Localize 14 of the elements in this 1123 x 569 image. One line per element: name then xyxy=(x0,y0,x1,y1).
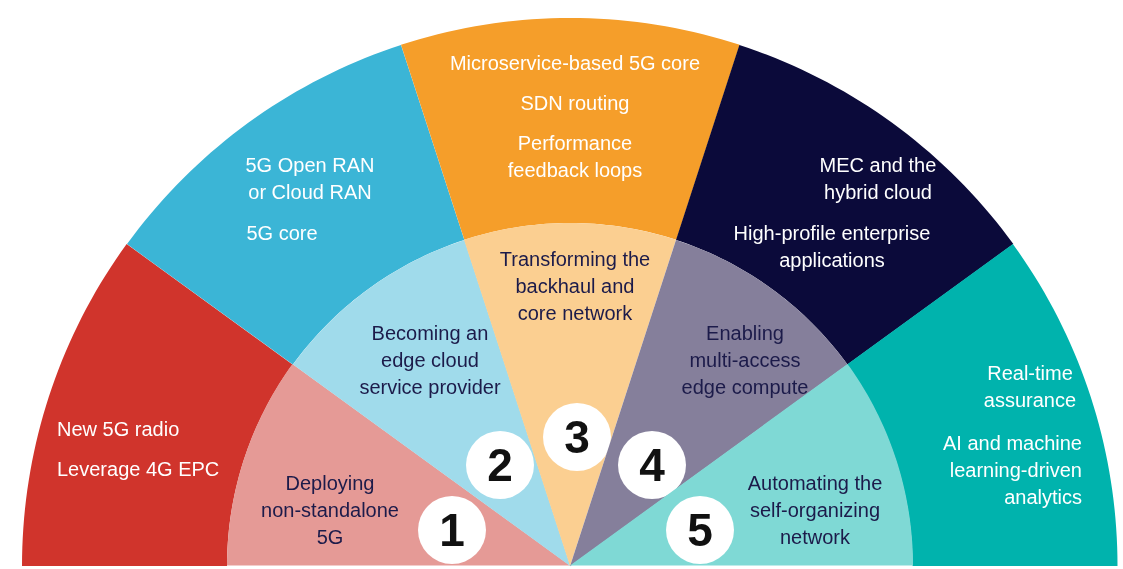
stage-title: Deploying non-standalone 5G xyxy=(260,471,400,550)
item-text: MEC and the hybrid cloud xyxy=(818,153,938,205)
item-text: Performance feedback loops xyxy=(506,131,644,183)
item-text: Real-time assurance xyxy=(982,361,1078,413)
item-text: New 5G radio xyxy=(57,417,181,442)
item-text: 5G Open RAN or Cloud RAN xyxy=(244,153,376,205)
item-text: SDN routing xyxy=(519,91,631,116)
item-text: 5G core xyxy=(245,221,319,246)
stage-title: Automating the self-organizing network xyxy=(746,471,884,550)
stage-title: Enabling multi-access edge compute xyxy=(680,321,810,400)
item-text: AI and machine learning-driven analytics xyxy=(942,431,1082,510)
item-text: Microservice-based 5G core xyxy=(448,51,702,76)
item-text: Leverage 4G EPC xyxy=(57,457,221,482)
item-text: High-profile enterprise applications xyxy=(732,221,932,273)
